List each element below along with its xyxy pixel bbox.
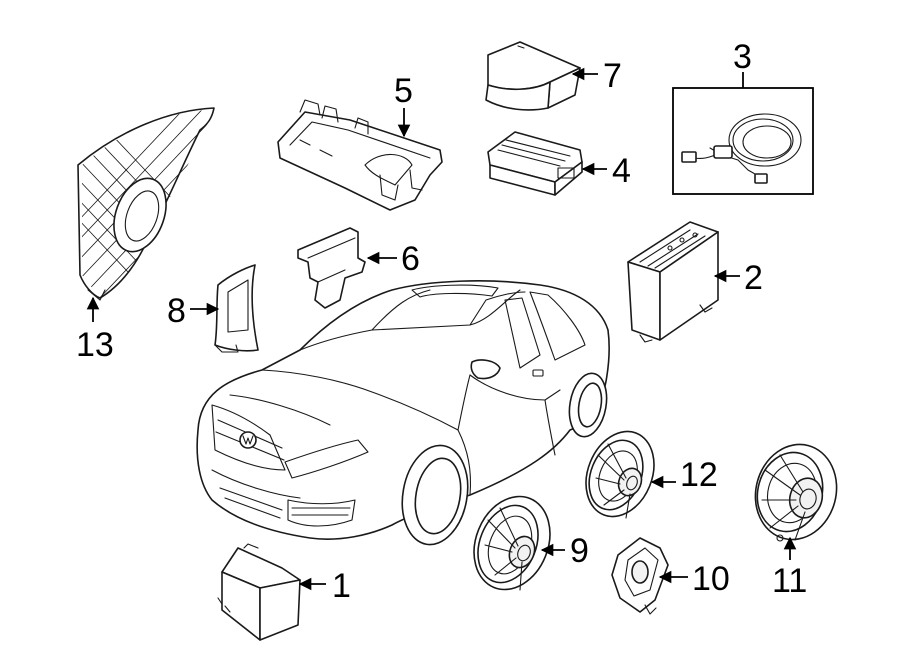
part-13-grille-panel (77, 107, 215, 301)
callout-4: 4 (612, 152, 631, 190)
car-illustration (196, 280, 610, 546)
callout-1: 1 (332, 567, 351, 605)
part-11-speaker (754, 443, 838, 542)
callout-6: 6 (401, 240, 420, 278)
part-5-mounting-bracket (277, 99, 443, 211)
part-4-control-module (487, 131, 583, 196)
callout-9: 9 (570, 532, 589, 570)
part-10-tweeter (611, 537, 669, 615)
part-1-module (217, 543, 301, 641)
callout-13: 13 (76, 326, 114, 364)
callout-labels: 1 2 3 4 5 6 7 8 9 10 11 12 13 (76, 38, 807, 605)
callout-7: 7 (603, 57, 622, 95)
callout-10: 10 (692, 560, 730, 598)
part-9-speaker (473, 495, 551, 591)
part-8-tweeter-cover (214, 264, 259, 353)
part-12-speaker (585, 430, 655, 519)
callout-5: 5 (394, 72, 413, 110)
callout-3: 3 (733, 38, 752, 76)
leader-lines (86, 67, 797, 591)
callout-11: 11 (772, 562, 807, 600)
callout-12: 12 (680, 456, 718, 494)
callout-8: 8 (167, 292, 186, 330)
part-3-antenna-cable (672, 87, 814, 195)
part-7-cover (485, 41, 581, 111)
part-2-radio-unit (627, 221, 719, 343)
callout-2: 2 (744, 259, 763, 297)
part-6-small-bracket (297, 227, 366, 309)
